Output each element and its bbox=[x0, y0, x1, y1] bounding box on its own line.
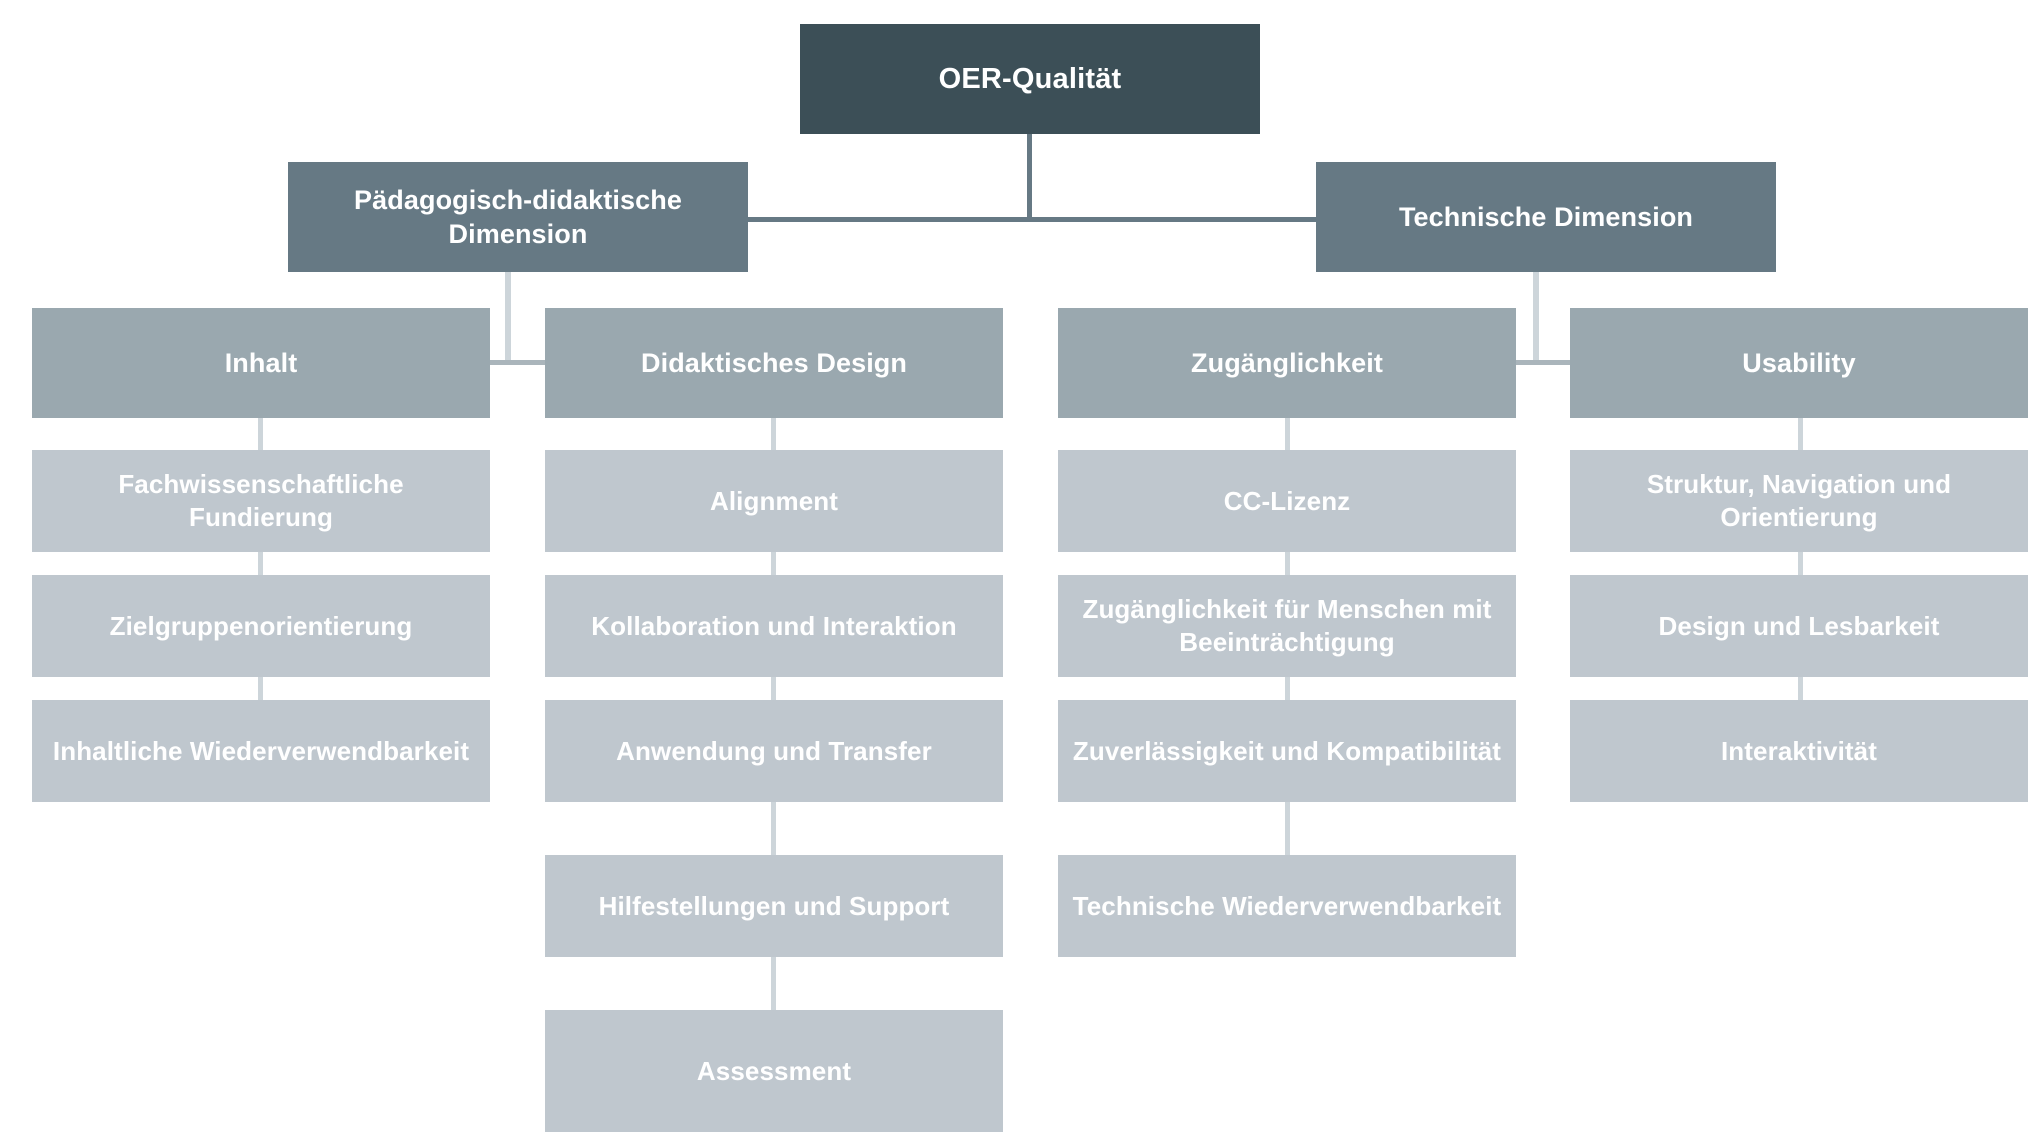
connector-col1-3 bbox=[258, 677, 263, 700]
connector-col3-4 bbox=[1285, 802, 1290, 855]
connector-col3-2 bbox=[1285, 552, 1290, 575]
connector-tech-pair-bus bbox=[1514, 360, 1576, 365]
category-node-usability[interactable]: Usability bbox=[1570, 308, 2028, 418]
criterion-node-zuverlaessigkeit-und-kompatibilitaet[interactable]: Zuverlässigkeit und Kompatibilität bbox=[1058, 700, 1516, 802]
connector-tech-vertical bbox=[1533, 272, 1539, 364]
criterion-node-assessment[interactable]: Assessment bbox=[545, 1010, 1003, 1132]
criterion-node-kollaboration-und-interaktion[interactable]: Kollaboration und Interaktion bbox=[545, 575, 1003, 677]
root-node-oer-qualitaet[interactable]: OER-Qualität bbox=[800, 24, 1260, 134]
criterion-node-alignment[interactable]: Alignment bbox=[545, 450, 1003, 552]
connector-col4-1 bbox=[1798, 418, 1803, 450]
category-node-zugaenglichkeit[interactable]: Zugänglichkeit bbox=[1058, 308, 1516, 418]
criterion-node-zielgruppenorientierung[interactable]: Zielgruppenorientierung bbox=[32, 575, 490, 677]
criterion-node-design-und-lesbarkeit[interactable]: Design und Lesbarkeit bbox=[1570, 575, 2028, 677]
connector-col2-3 bbox=[771, 677, 776, 700]
connector-col3-3 bbox=[1285, 677, 1290, 700]
criterion-node-struktur-navigation-orientierung[interactable]: Struktur, Navigation und Orientierung bbox=[1570, 450, 2028, 552]
connector-col3-1 bbox=[1285, 418, 1290, 450]
criterion-node-interaktivitaet[interactable]: Interaktivität bbox=[1570, 700, 2028, 802]
connector-col1-2 bbox=[258, 552, 263, 575]
criterion-node-fachwissenschaftliche-fundierung[interactable]: Fachwissenschaftliche Fundierung bbox=[32, 450, 490, 552]
criterion-node-inhaltliche-wiederverwendbarkeit[interactable]: Inhaltliche Wiederverwendbarkeit bbox=[32, 700, 490, 802]
connector-root-vertical bbox=[1027, 134, 1032, 220]
connector-paed-vertical bbox=[505, 272, 511, 364]
dimension-node-technisch[interactable]: Technische Dimension bbox=[1316, 162, 1776, 272]
criterion-node-anwendung-und-transfer[interactable]: Anwendung und Transfer bbox=[545, 700, 1003, 802]
connector-col2-2 bbox=[771, 552, 776, 575]
category-node-didaktisches-design[interactable]: Didaktisches Design bbox=[545, 308, 1003, 418]
connector-paed-pair-bus bbox=[487, 360, 549, 365]
connector-col2-4 bbox=[771, 802, 776, 855]
criterion-node-hilfestellungen-und-support[interactable]: Hilfestellungen und Support bbox=[545, 855, 1003, 957]
category-node-inhalt[interactable]: Inhalt bbox=[32, 308, 490, 418]
connector-dimension-bus bbox=[744, 217, 1322, 222]
connector-col4-2 bbox=[1798, 552, 1803, 575]
dimension-node-paedagogisch-didaktisch[interactable]: Pädagogisch-didaktische Dimension bbox=[288, 162, 748, 272]
connector-col4-3 bbox=[1798, 677, 1803, 700]
connector-col2-1 bbox=[771, 418, 776, 450]
criterion-node-zugaenglichkeit-beeintraechtigung[interactable]: Zugänglichkeit für Menschen mit Beeinträ… bbox=[1058, 575, 1516, 677]
connector-col1-1 bbox=[258, 418, 263, 450]
criterion-node-cc-lizenz[interactable]: CC-Lizenz bbox=[1058, 450, 1516, 552]
criterion-node-technische-wiederverwendbarkeit[interactable]: Technische Wiederverwendbarkeit bbox=[1058, 855, 1516, 957]
connector-col2-5 bbox=[771, 957, 776, 1010]
